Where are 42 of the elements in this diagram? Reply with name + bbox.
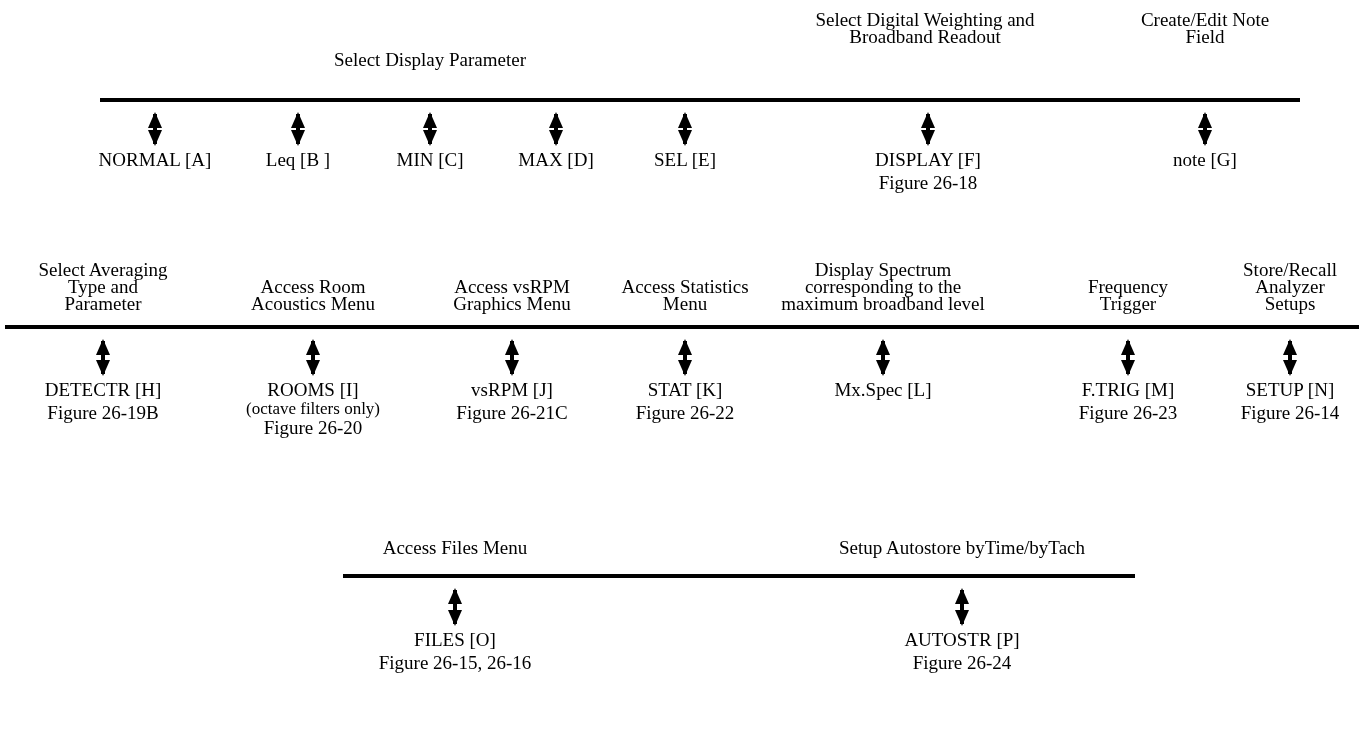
softkey-label: DETECTR [H] Figure 26-19B xyxy=(44,378,162,424)
double-arrow xyxy=(549,112,563,146)
double-arrow xyxy=(1121,339,1135,376)
softkey-label: DISPLAY [F] Figure 26-18 xyxy=(875,148,981,194)
double-arrow xyxy=(96,339,110,376)
softkey-label: SETUP [N] Figure 26-14 xyxy=(1240,378,1340,424)
menu-description: Store/Recall Analyzer Setups xyxy=(1242,261,1338,312)
double-arrow xyxy=(148,112,162,146)
menu-description: Access Room Acoustics Menu xyxy=(250,278,376,312)
softkey-label: F.TRIG [M] Figure 26-23 xyxy=(1078,378,1178,424)
double-arrow xyxy=(448,588,462,626)
softkey-label: NORMAL [A] xyxy=(98,148,212,171)
softkey-label: SEL [E] xyxy=(653,148,717,171)
softkey-label: note [G] xyxy=(1173,148,1237,171)
menu-description: Select Display Parameter xyxy=(332,51,527,68)
softkey-label: Mx.Spec [L] xyxy=(834,378,932,401)
softkey-label: ROOMS [I] (octave filters only) Figure 26-20 xyxy=(245,378,381,439)
double-arrow xyxy=(306,339,320,376)
double-arrow xyxy=(678,339,692,376)
double-arrow xyxy=(678,112,692,146)
softkey-label: STAT [K] Figure 26-22 xyxy=(635,378,735,424)
softkey-label: vsRPM [J] Figure 26-21C xyxy=(456,378,568,424)
softkey-label: FILES [O] Figure 26-15, 26-16 xyxy=(378,628,532,674)
menu-description: Select Digital Weighting and Broadband Readout xyxy=(814,11,1036,45)
softkey-label: Leq [B ] xyxy=(265,148,331,171)
softkey-label: MAX [D] xyxy=(518,148,594,171)
double-arrow xyxy=(505,339,519,376)
double-arrow xyxy=(291,112,305,146)
softkey-label: MIN [C] xyxy=(396,148,464,171)
double-arrow xyxy=(955,588,969,626)
menu-description: Access vsRPM Graphics Menu xyxy=(452,278,572,312)
menu-description: Setup Autostore byTime/byTach xyxy=(838,539,1086,556)
softkey-label: AUTOSTR [P] Figure 26-24 xyxy=(904,628,1020,674)
double-arrow xyxy=(1198,112,1212,146)
menu-description: Display Spectrum corresponding to the maximum broadband level xyxy=(780,261,986,312)
menu-description: Create/Edit Note Field xyxy=(1139,11,1271,45)
double-arrow xyxy=(1283,339,1297,376)
double-arrow xyxy=(423,112,437,146)
menu-description: Access Files Menu xyxy=(381,539,529,556)
menu-description: Frequency Trigger xyxy=(1086,278,1170,312)
double-arrow xyxy=(876,339,890,376)
double-arrow xyxy=(921,112,935,146)
